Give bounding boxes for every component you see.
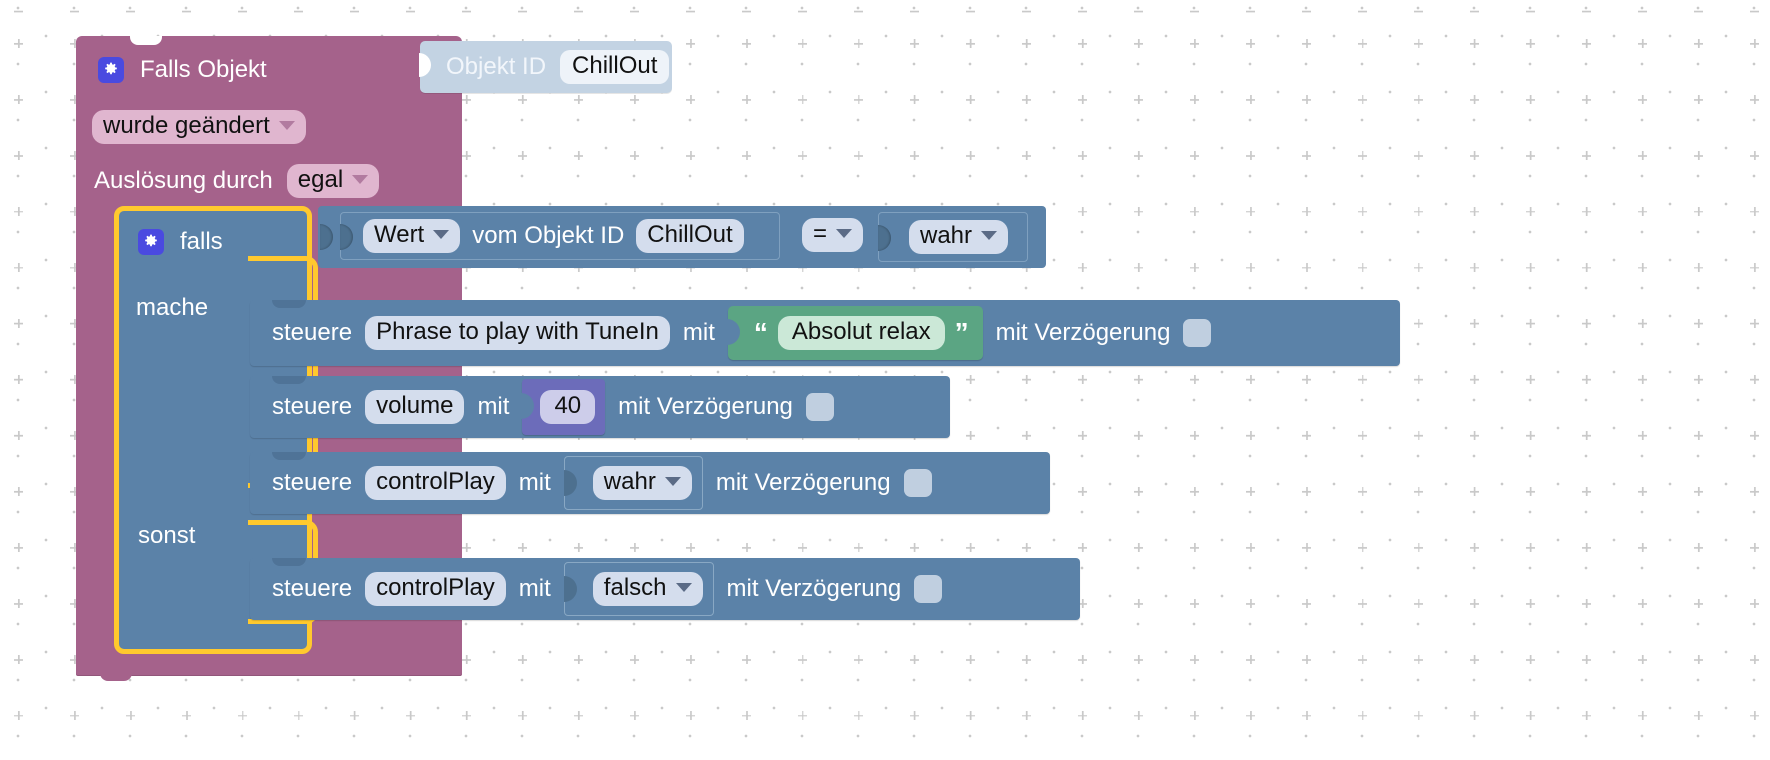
condition-object-id-field[interactable]: ChillOut [636,218,744,254]
object-id-field[interactable]: ChillOut [560,50,670,84]
boolean-value-block[interactable]: wahr [563,456,703,510]
block-plug [521,393,535,419]
trigger-source-label: Auslösung durch [94,167,273,195]
number-value-block[interactable]: 40 [521,379,606,435]
chevron-down-icon [352,175,369,184]
block-top-notch [272,452,306,460]
statement-control-volume[interactable]: steuere volume mit 40 mit Verzögerung [250,376,950,438]
trigger-title-label: Falls Objekt [140,56,267,83]
gear-icon[interactable] [138,229,164,255]
if-label: falls [180,228,223,255]
condition-right-value-block[interactable]: wahr [878,212,1028,262]
get-value-block[interactable]: Wert vom Objekt ID ChillOut [340,212,780,260]
trigger-source-row: Auslösung durch egal [94,164,380,199]
else-label: sonst [138,522,196,549]
statement-control-phrase[interactable]: steuere Phrase to play with TuneIn mit “… [250,300,1400,366]
number-value-field[interactable]: 40 [540,390,596,424]
statement-with-label: mit [682,319,715,346]
chevron-down-icon [664,476,681,486]
boolean-value-block[interactable]: falsch [563,562,714,616]
value-type-dropdown[interactable]: Wert [363,218,461,254]
delay-checkbox[interactable] [914,575,943,603]
trigger-block-foot [76,652,462,674]
statement-verb: steuere [272,469,353,496]
statement-with-label: mit [518,469,551,496]
delay-label: mit Verzögerung [995,319,1171,346]
open-quote-icon: “ [753,317,768,349]
trigger-source-dropdown[interactable]: egal [286,164,380,199]
condition-socket [320,224,333,250]
text-value-field[interactable]: Absolut relax [777,316,945,350]
object-id-value-block[interactable]: Objekt ID ChillOut [419,41,672,93]
delay-label: mit Verzögerung [726,575,902,602]
statement-target-field[interactable]: volume [365,389,465,425]
delay-checkbox[interactable] [1183,319,1212,347]
block-plug [726,319,740,345]
condition-middle-label: vom Objekt ID [472,222,625,249]
text-value-block[interactable]: “ Absolut relax ” [726,306,983,360]
statement-target-field[interactable]: Phrase to play with TuneIn [365,315,670,351]
block-top-notch [272,558,306,566]
statement-control-play-false[interactable]: steuere controlPlay mit falsch mit Verzö… [250,558,1080,620]
close-quote-icon: ” [954,317,969,349]
block-plug [563,470,577,496]
block-plug [563,576,577,602]
chevron-down-icon [433,229,450,239]
block-plug [419,53,431,77]
statement-target-field[interactable]: controlPlay [365,465,506,501]
trigger-condition-value[interactable]: wurde geändert [92,110,306,145]
gear-icon[interactable] [98,57,124,83]
do-label: mache [136,294,209,321]
condition-compare-value-dropdown[interactable]: wahr [909,219,1009,255]
delay-label: mit Verzögerung [715,469,891,496]
statement-verb: steuere [272,319,353,346]
boolean-value-dropdown[interactable]: falsch [592,571,703,607]
boolean-value-dropdown[interactable]: wahr [592,465,692,501]
chevron-down-icon [981,230,998,240]
if-title-row: falls [138,228,223,256]
trigger-title-row: Falls Objekt [98,56,267,84]
object-id-label: Objekt ID [446,53,547,80]
statement-target-field[interactable]: controlPlay [365,571,506,607]
statement-verb: steuere [272,393,353,420]
statement-control-play-true[interactable]: steuere controlPlay mit wahr mit Verzöge… [250,452,1050,514]
condition-compare-block[interactable]: Wert vom Objekt ID ChillOut = wahr [318,206,1046,268]
value-socket [878,225,891,251]
chevron-down-icon [675,582,692,592]
statement-with-label: mit [518,575,551,602]
value-socket [340,224,353,250]
trigger-condition-dropdown[interactable]: wurde geändert [92,110,306,145]
delay-checkbox[interactable] [805,393,834,421]
trigger-block-bottom-nub [100,672,132,681]
chevron-down-icon [278,121,295,130]
block-top-notch [272,376,306,384]
block-top-notch [272,300,306,308]
delay-checkbox[interactable] [903,469,932,497]
statement-with-label: mit [477,393,510,420]
block-top-notch [130,36,162,45]
delay-label: mit Verzögerung [618,393,793,420]
comparison-operator-dropdown[interactable]: = [802,218,864,253]
statement-verb: steuere [272,575,353,602]
chevron-down-icon [836,229,853,238]
